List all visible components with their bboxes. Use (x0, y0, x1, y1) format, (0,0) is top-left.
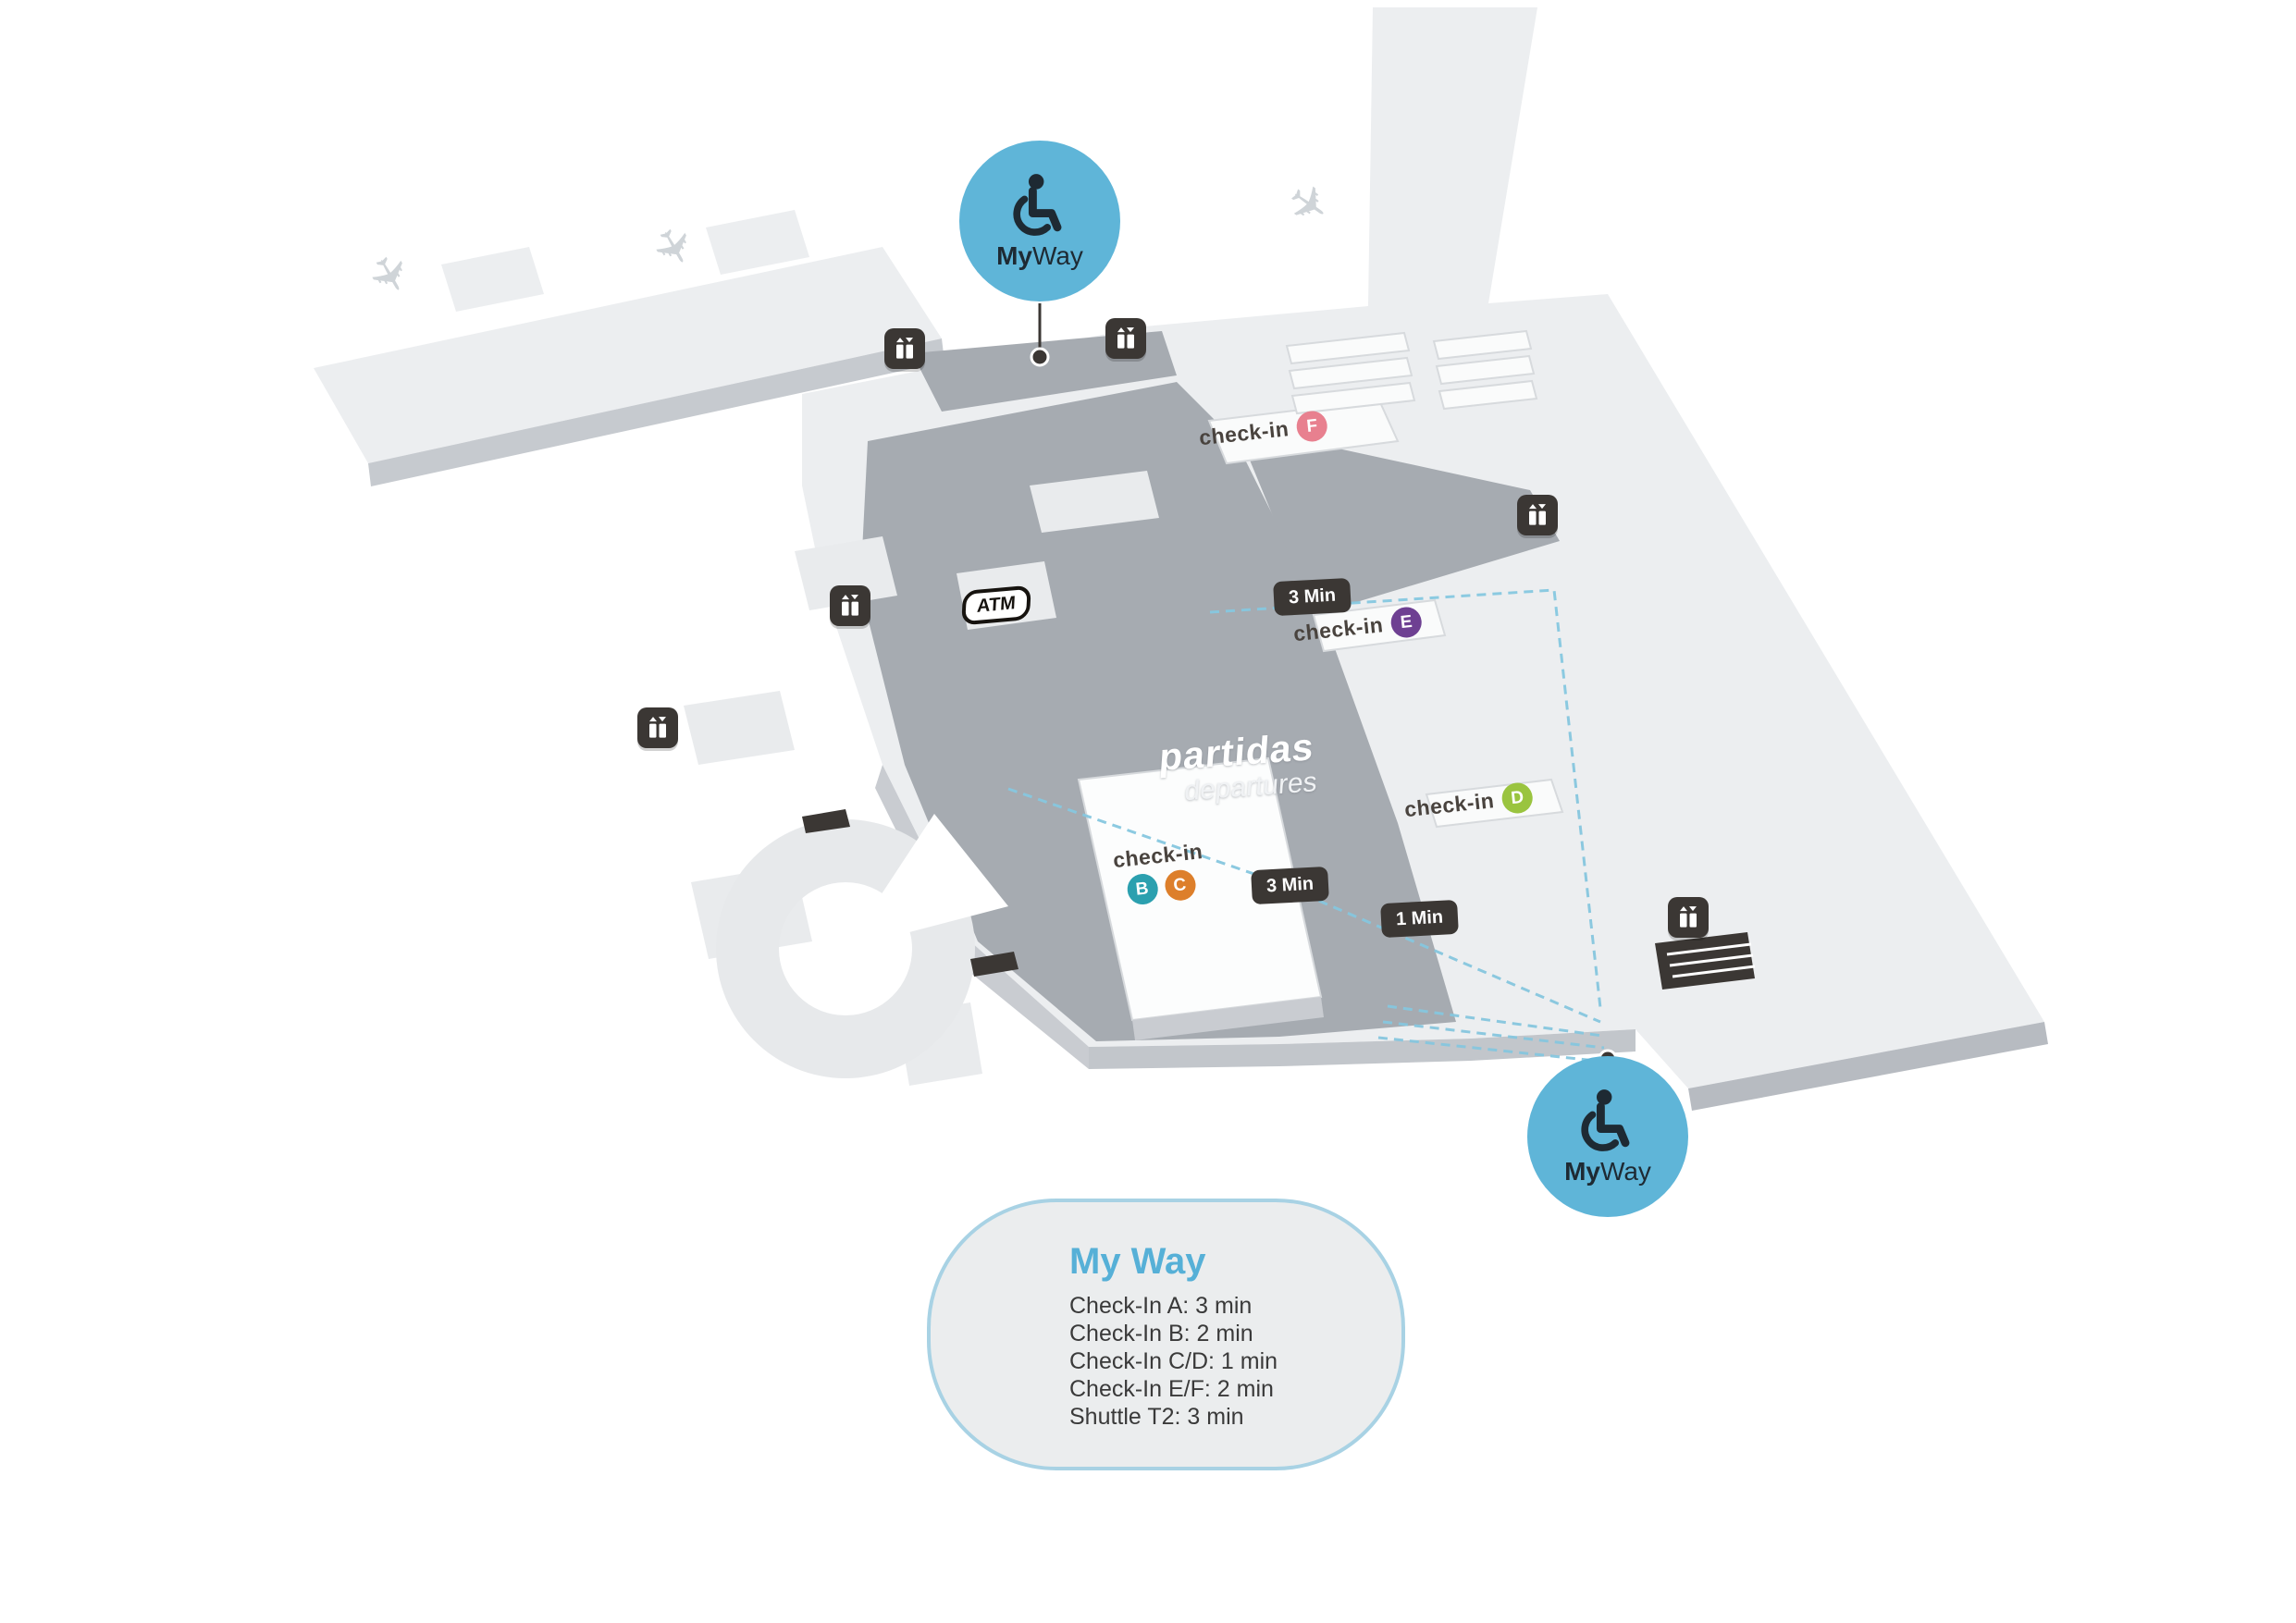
myway-bold: My (996, 241, 1032, 270)
elevator-marker[interactable] (1517, 495, 1558, 535)
elevator-icon (1117, 327, 1134, 349)
elevator-icon (842, 595, 858, 616)
zone-b-badge: B (1125, 872, 1160, 906)
elevator-marker[interactable] (1668, 897, 1709, 938)
elevator-icon (649, 717, 666, 738)
myway-regular: Way (1031, 241, 1083, 270)
elevator-marker[interactable] (1105, 318, 1146, 359)
time-badge-upper: 3 Min (1273, 577, 1352, 617)
wheelchair-icon (1581, 1089, 1630, 1151)
legend-item: Check-In E/F: 2 min (1069, 1376, 1274, 1402)
map-base (314, 7, 2048, 1111)
legend-item: Check-In B: 2 min (1069, 1321, 1253, 1346)
time-badge-lower: 3 Min (1251, 866, 1330, 905)
elevator-marker[interactable] (637, 707, 678, 748)
legend-item: Check-In A: 3 min (1069, 1293, 1253, 1319)
checkin-bc-label: check-in B C (1112, 839, 1207, 907)
zone-f-badge: F (1295, 409, 1329, 444)
elevator-marker[interactable] (884, 328, 925, 369)
elevator-icon (1680, 906, 1697, 928)
elevator-icon (896, 338, 913, 359)
zone-d-badge: D (1500, 781, 1535, 816)
floor-label: partidas departures (1155, 725, 1321, 810)
zone-e-badge: E (1389, 605, 1424, 640)
myway-marker-top[interactable]: MyWay (959, 141, 1120, 301)
myway-regular: Way (1599, 1157, 1651, 1186)
time-badge-right: 1 Min (1380, 899, 1460, 939)
legend-item: Check-In C/D: 1 min (1069, 1348, 1278, 1374)
wheelchair-icon (1013, 174, 1062, 236)
myway-bold: My (1564, 1157, 1600, 1186)
elevator-marker[interactable] (830, 585, 870, 626)
legend-title: My Way (1069, 1241, 1206, 1282)
legend-item: Shuttle T2: 3 min (1069, 1404, 1244, 1430)
myway-marker-label: MyWay (996, 241, 1083, 271)
elevator-icon (1529, 504, 1546, 525)
myway-legend-card: My Way Check-In A: 3 min Check-In B: 2 m… (927, 1199, 1405, 1470)
zone-c-badge: C (1163, 868, 1197, 903)
myway-marker-label: MyWay (1564, 1157, 1651, 1187)
myway-marker-bottom[interactable]: MyWay (1527, 1056, 1688, 1217)
